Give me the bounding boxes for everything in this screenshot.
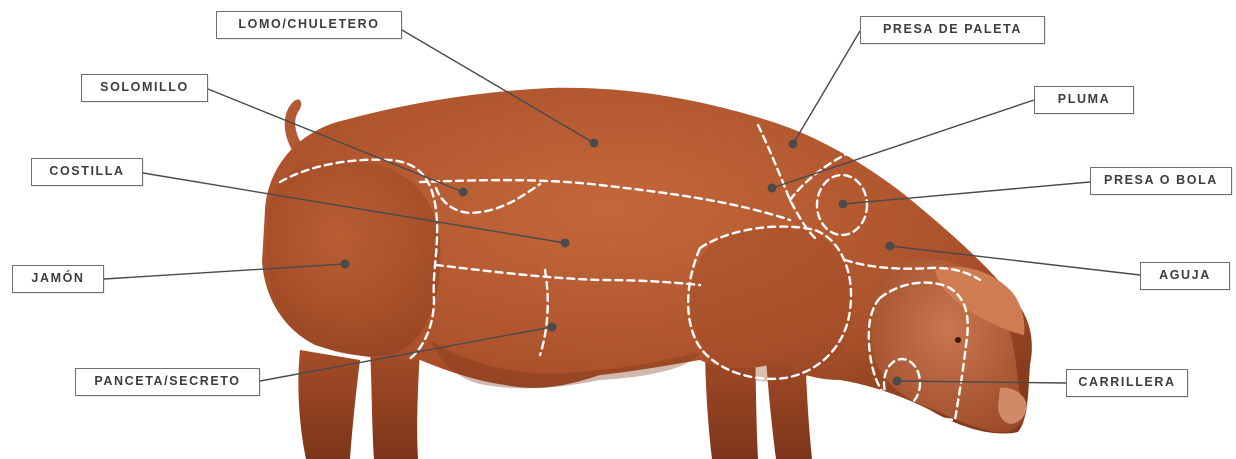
dot-lomo bbox=[590, 139, 599, 148]
dot-aguja bbox=[886, 242, 895, 251]
dot-pluma bbox=[768, 184, 777, 193]
label-solomillo: SOLOMILLO bbox=[81, 74, 208, 102]
dot-jamon bbox=[341, 260, 350, 269]
label-jamon: JAMÓN bbox=[12, 265, 104, 293]
label-costilla: COSTILLA bbox=[31, 158, 143, 186]
pig-eye bbox=[955, 337, 961, 343]
dot-panceta bbox=[548, 323, 557, 332]
label-lomo-chuletero: LOMO/CHULETERO bbox=[216, 11, 402, 39]
dot-presa-bola bbox=[839, 200, 848, 209]
label-pluma: PLUMA bbox=[1034, 86, 1134, 114]
label-carrillera: CARRILLERA bbox=[1066, 369, 1188, 397]
shoulder-shade bbox=[690, 226, 852, 382]
rear-leg-back bbox=[298, 350, 360, 459]
dot-solomillo bbox=[459, 188, 468, 197]
ham-shade bbox=[267, 160, 441, 356]
dot-presa-paleta bbox=[789, 140, 798, 149]
leader-presa-paleta bbox=[793, 31, 860, 144]
rear-leg-front bbox=[370, 345, 420, 459]
label-panceta-secreto: PANCETA/SECRETO bbox=[75, 368, 260, 396]
label-presa-o-bola: PRESA O BOLA bbox=[1090, 167, 1232, 195]
dot-costilla bbox=[561, 239, 570, 248]
label-presa-de-paleta: PRESA DE PALETA bbox=[860, 16, 1045, 44]
label-aguja: AGUJA bbox=[1140, 262, 1230, 290]
dot-carrillera bbox=[893, 377, 902, 386]
